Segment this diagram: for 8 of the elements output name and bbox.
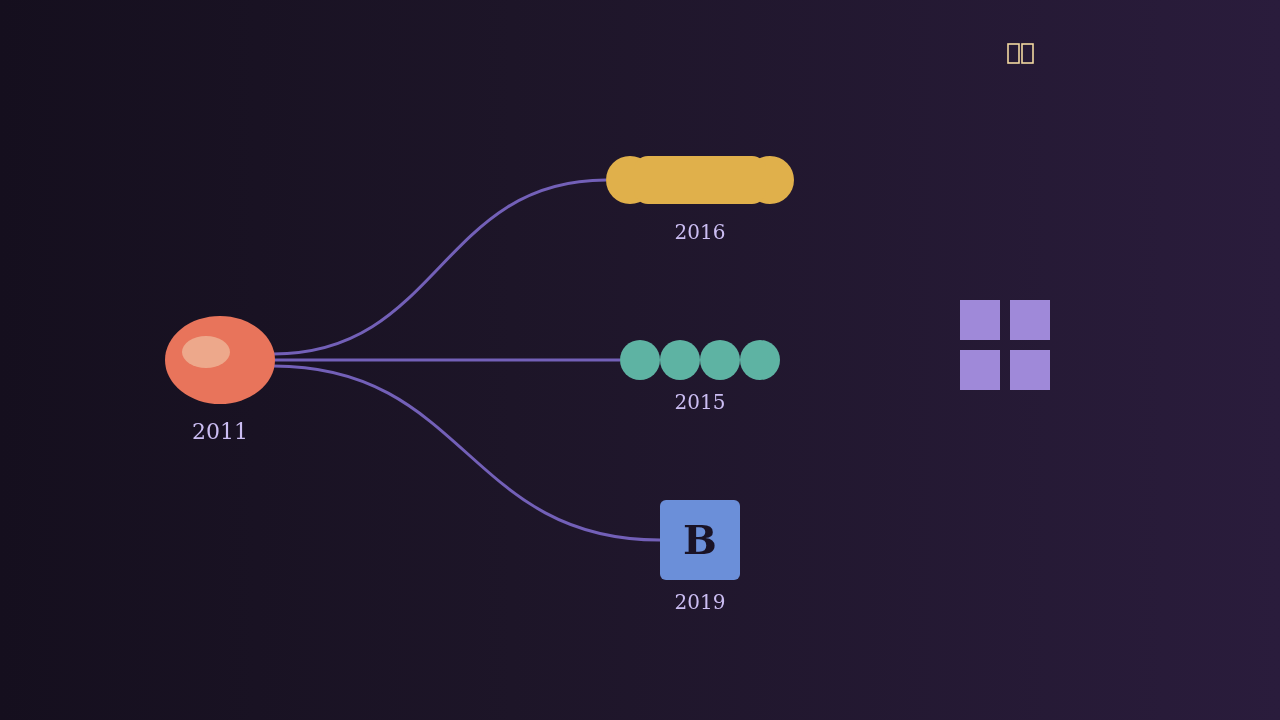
year-label: 2011 [192, 419, 248, 445]
year-label: 2019 [674, 589, 726, 615]
year-label: 2016 [674, 219, 726, 245]
connector-line [273, 178, 607, 356]
year-label: 2015 [674, 389, 726, 415]
tile-letter: B [683, 520, 717, 560]
connector-line [274, 358, 620, 362]
connector-line [273, 364, 661, 542]
